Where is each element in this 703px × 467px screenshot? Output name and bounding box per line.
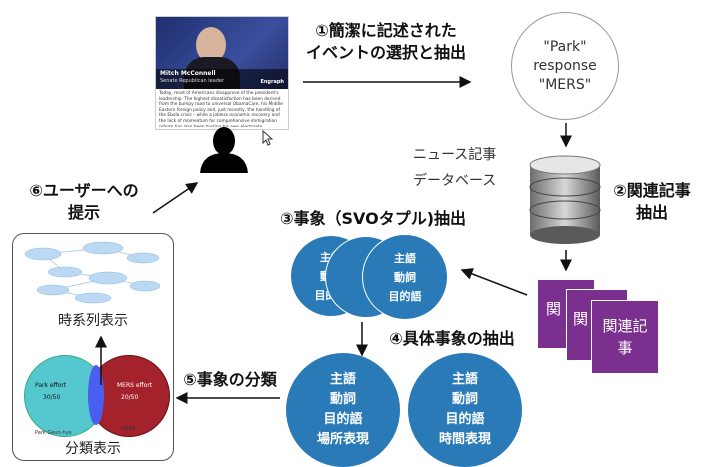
database-line1: ニュース記事 [413, 147, 497, 163]
query-circle: "Park" response "MERS" [511, 12, 619, 120]
venn-overlap [88, 365, 104, 425]
concrete-left-subject: 主語 [329, 372, 356, 387]
doc1-text: 関 [546, 300, 562, 318]
classify-label: 分類表示 [65, 441, 121, 457]
step4-label: ④具体事象の抽出 [389, 329, 515, 348]
step5-label: ⑤事象の分類 [183, 370, 277, 389]
concrete-bubble-left: 主語 動詞 目的語 場所表現 [286, 353, 400, 467]
step2-line1: ②関連記事 [613, 181, 691, 200]
database-line2: データベース [413, 173, 497, 189]
doc3-line1: 関連記 [602, 317, 648, 335]
svo-bubble-front: 主語 動詞 目的語 [362, 234, 448, 320]
step6-label: ⑥ユーザーへの 提示 [14, 180, 154, 224]
venn-left-label: Park effort [35, 382, 67, 389]
step6-line2: 提示 [67, 203, 100, 222]
arrow-docs-to-svo [460, 268, 528, 296]
step1-label: ①簡潔に記述された イベントの選択と抽出 [297, 20, 475, 64]
timeline-label: 時系列表示 [58, 313, 128, 329]
news-screenshot: Mitch McConnell Senate Republican leader… [155, 16, 289, 130]
step2-line2: 抽出 [635, 203, 668, 222]
concrete-left-verb: 動詞 [329, 392, 356, 407]
arrow-step6 [152, 182, 199, 214]
database-label: ニュース記事 データベース [413, 142, 496, 194]
concrete-left-place: 場所表現 [316, 432, 369, 447]
caption-name: Mitch McConnell [160, 70, 216, 77]
caption-title: Senate Republican leader [160, 78, 225, 84]
doc-card-3: 関連記 事 [591, 300, 659, 374]
news-photo: Mitch McConnell Senate Republican leader… [156, 17, 288, 89]
doc2-text: 関 [573, 310, 589, 328]
concrete-bubble-right: 主語 動詞 目的語 時間表現 [408, 353, 522, 467]
venn-caption-left: Park Geun-hye [35, 430, 72, 436]
presentation-panel: 時系列表示 Park effort 30/50 MERS effort 20/5… [12, 233, 174, 461]
news-logo: Engraph [260, 79, 284, 85]
venn-right-label: MERS effort [117, 382, 153, 389]
concrete-right-time: 時間表現 [438, 432, 491, 447]
svo-front-verb: 動詞 [394, 270, 416, 284]
news-body-text: Today, most of Americans disapprove of t… [159, 91, 283, 127]
timeline-graph [24, 241, 161, 304]
svo-front-object: 目的語 [388, 289, 422, 303]
concrete-left-object: 目的語 [323, 412, 363, 427]
query-line2: response [533, 57, 597, 74]
mouse-cursor-icon [262, 130, 274, 146]
venn-right-score: 20/50 [121, 394, 139, 401]
step1-line2: イベントの選択と抽出 [305, 43, 466, 62]
step2-label: ②関連記事 抽出 [603, 180, 701, 224]
step3-label: ③事象（SVOタプル)抽出 [279, 209, 467, 228]
step1-line1: ①簡潔に記述された [315, 21, 457, 40]
concrete-right-verb: 動詞 [451, 392, 478, 407]
concrete-right-object: 目的語 [445, 412, 485, 427]
venn-left-score: 30/50 [43, 394, 61, 401]
step6-line1: ⑥ユーザーへの [29, 181, 139, 200]
database-icon [529, 155, 601, 244]
query-line3: "MERS" [538, 76, 592, 93]
query-line1: "Park" [543, 38, 587, 55]
venn-caption-right: MERS [121, 426, 136, 432]
doc3-line2: 事 [617, 339, 633, 357]
user-silhouette-icon [200, 127, 248, 173]
svo-front-subject: 主語 [394, 251, 416, 265]
concrete-right-subject: 主語 [451, 372, 478, 387]
